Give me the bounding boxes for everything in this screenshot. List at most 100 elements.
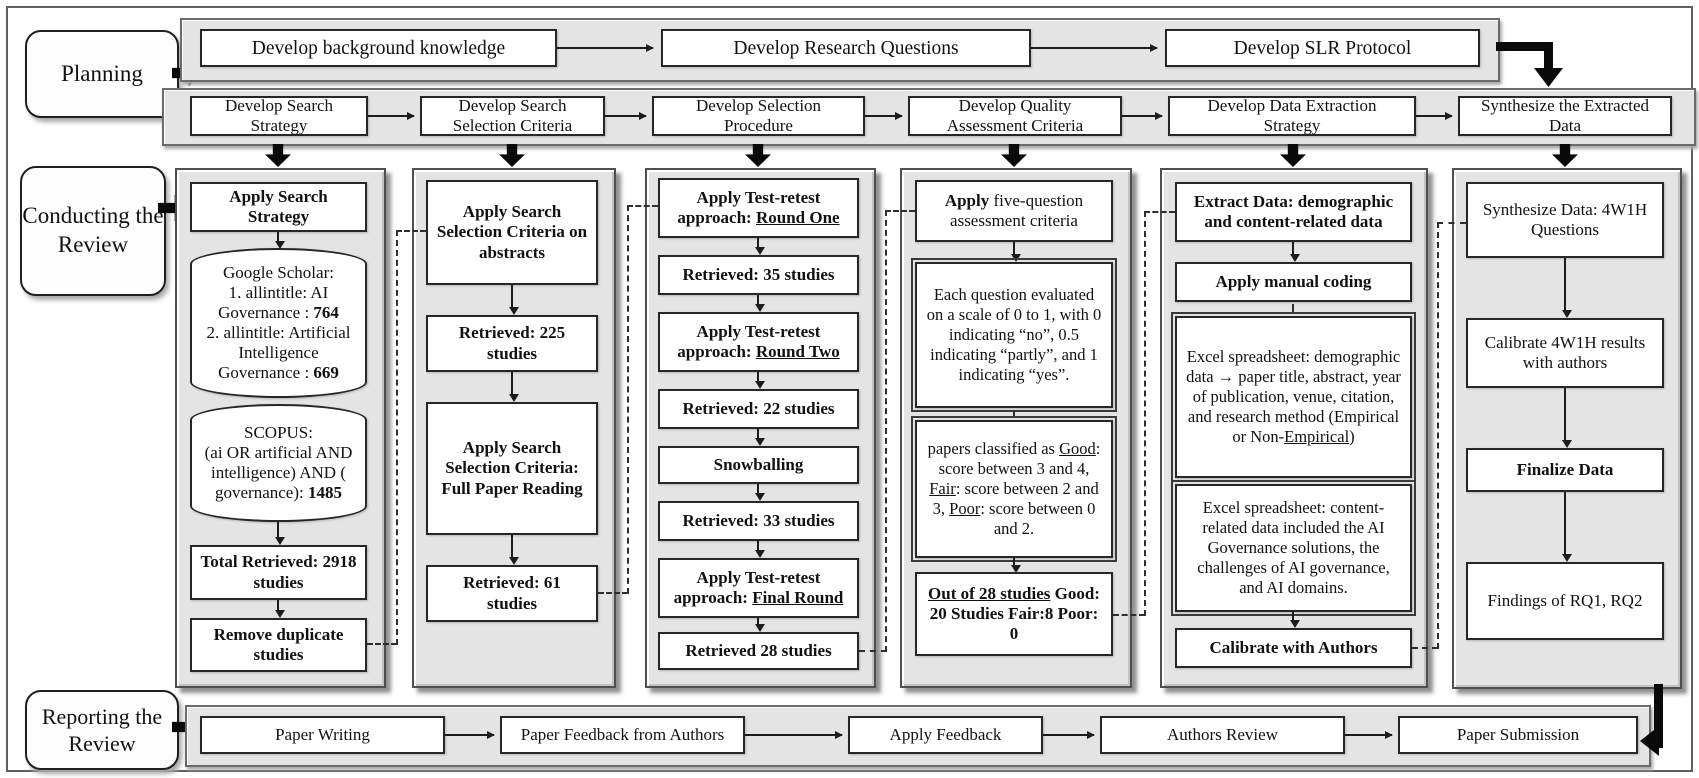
arrow-c5-2 [1290, 612, 1300, 628]
box-scopus: SCOPUS: (ai OR artificial AND intelligen… [190, 404, 367, 522]
arrow-s4-s5 [1122, 112, 1163, 120]
google-line4: 2. allintitle: Artificial [206, 323, 351, 342]
arrow-s1-s2 [368, 112, 415, 120]
box-excel-content: Excel spreadsheet: content-related data … [1171, 480, 1416, 616]
figure-border [6, 6, 1693, 772]
arrow-r2-r3 [745, 731, 843, 739]
scopus-count: 1485 [307, 483, 342, 503]
arrow-c5-1 [1290, 242, 1300, 262]
phase-conducting-label: Conducting the Review [22, 203, 164, 257]
box-retrieved-22: Retrieved: 22 studies [658, 389, 859, 429]
dashed-c3-c4-bottom [859, 650, 887, 652]
full-paper-line1: Apply Search Selection Criteria: [445, 438, 579, 478]
scopus-line2: (ai OR artificial AND [204, 442, 353, 462]
step-synthesize-extracted-data: Synthesize the Extracted Data [1458, 96, 1672, 136]
dashed-c5-connector [1292, 304, 1294, 312]
box-label: Apply Test-retest approach: Round Two [668, 322, 849, 362]
box-label: Total Retrieved: 2918 studies [200, 552, 357, 592]
box-google-scholar: Google Scholar: 1. allintitle: AI Govern… [190, 248, 367, 398]
step-develop-quality-assessment-criteria: Develop Quality Assessment Criteria [908, 96, 1122, 136]
elbow-arrow-horizontal [1496, 42, 1552, 51]
arrow-c1-3 [275, 600, 285, 618]
arrow-c4-1 [1011, 242, 1021, 262]
phase-conducting: Conducting the Review [20, 166, 166, 296]
round-two-underlined: Round Two [755, 342, 840, 361]
round-one-underlined: Round One [755, 208, 840, 227]
arrow-c6-3 [1562, 492, 1572, 562]
box-label: Excel spreadsheet: demographic data → pa… [1185, 347, 1402, 448]
box-snowballing: Snowballing [658, 446, 859, 484]
phase-planning: Planning [25, 30, 179, 118]
box-label: Calibrate 4W1H results with authors [1484, 332, 1646, 372]
arrow-c4-2 [1011, 558, 1021, 573]
step-label: Synthesize the Extracted Data [1480, 95, 1650, 135]
box-remove-duplicates: Remove duplicate studies [190, 618, 367, 672]
box-five-question-criteria: Apply five-question assessment criteria [915, 180, 1113, 242]
result-rest: Good: 20 Studies Fair:8 Poor: 0 [929, 583, 1100, 644]
box-manual-coding: Apply manual coding [1175, 262, 1412, 302]
step-label: Develop Search Strategy [224, 95, 334, 135]
google-line6-text: Governance : [218, 363, 314, 383]
dashed-c5-c6-vertical [1437, 222, 1439, 649]
phase-reporting: Reporting the Review [25, 690, 179, 770]
box-label: Calibrate with Authors [1209, 637, 1378, 657]
box-retrieved-28: Retrieved 28 studies [658, 632, 859, 670]
demographic-2: paper title, abstract, year of publicati… [1187, 366, 1401, 447]
step-paper-submission: Paper Submission [1398, 716, 1638, 754]
box-test-retest-round-one: Apply Test-retest approach: Round One [658, 178, 859, 238]
box-total-retrieved: Total Retrieved: 2918 studies [190, 545, 367, 600]
dashed-c1-c2-bottom [367, 643, 397, 645]
dashed-c5-c6-bottom [1412, 647, 1438, 649]
google-line6: Governance : 669 [218, 363, 339, 383]
demographic-1: Excel spreadsheet: demographic data [1186, 346, 1401, 386]
box-label: Finalize Data [1516, 459, 1614, 479]
box-label: Findings of RQ1, RQ2 [1487, 590, 1643, 610]
prefix: Apply Test-retest approach: [677, 321, 821, 361]
box-label: Apply five-question assessment criteria [925, 191, 1103, 231]
box-test-retest-final-round: Apply Test-retest approach: Final Round [658, 558, 859, 618]
box-calibrate-4w1h: Calibrate 4W1H results with authors [1466, 318, 1664, 388]
poor-underlined: Poor [949, 499, 981, 519]
box-label: Retrieved: 22 studies [682, 398, 835, 418]
dashed-c4-c5-vertical [1144, 211, 1146, 616]
phase-planning-label: Planning [61, 60, 143, 86]
arrow-c6-1 [1562, 258, 1572, 318]
box-calibrate-authors: Calibrate with Authors [1175, 628, 1412, 668]
box-quality-results: Out of 28 studies Good: 20 Studies Fair:… [915, 572, 1113, 656]
bottom-elbow-vertical [1654, 684, 1663, 748]
box-apply-search-strategy: Apply Search Strategy [190, 182, 367, 232]
arrow-c1-1 [275, 232, 285, 249]
box-test-retest-round-two: Apply Test-retest approach: Round Two [658, 312, 859, 372]
arrow-s3-s4 [865, 112, 903, 120]
step-develop-selection-procedure: Develop Selection Procedure [652, 96, 865, 136]
box-criteria-abstracts: Apply Search Selection Criteria on abstr… [426, 180, 598, 285]
arrow-c2-2 [509, 372, 519, 402]
arrow-s5-s6 [1416, 112, 1453, 120]
good-underlined: Good [1059, 438, 1096, 458]
dashed-c3-c4-top [885, 210, 915, 212]
step-develop-search-strategy: Develop Search Strategy [190, 96, 368, 136]
arrow-c2-3 [509, 535, 519, 565]
arrow-questions-to-protocol [1031, 44, 1158, 52]
google-line3-text: Governance : [218, 302, 314, 322]
box-retrieved-33: Retrieved: 33 studies [658, 501, 859, 541]
step-develop-search-selection-criteria: Develop Search Selection Criteria [420, 96, 605, 136]
box-label: Snowballing [713, 454, 804, 474]
classify-1: papers classified as [927, 438, 1060, 458]
fair-underlined: Fair [929, 478, 956, 498]
box-synthesize-4w1h: Synthesize Data: 4W1H Questions [1466, 182, 1664, 258]
arrow-r3-r4 [1043, 731, 1095, 739]
box-label: papers classified as Good: score between… [925, 439, 1103, 540]
step-label: Develop background knowledge [251, 37, 506, 59]
empirical-underlined: Empirical [1284, 427, 1350, 447]
arrow-r4-r5 [1345, 731, 1393, 739]
apply-rest: five-question assessment criteria [950, 190, 1084, 230]
scopus-line4-text: governance): [215, 483, 308, 503]
step-label: Develop Research Questions [733, 37, 959, 59]
dashed-c5-c6-top [1437, 222, 1466, 224]
box-label: Apply Test-retest approach: Round One [668, 188, 849, 228]
step-label: Paper Writing [275, 724, 370, 744]
box-label: Extract Data: demographic and content-re… [1193, 191, 1394, 231]
box-label: Apply Test-retest approach: Final Round [668, 568, 849, 608]
box-label: Out of 28 studies Good: 20 Studies Fair:… [925, 584, 1103, 644]
